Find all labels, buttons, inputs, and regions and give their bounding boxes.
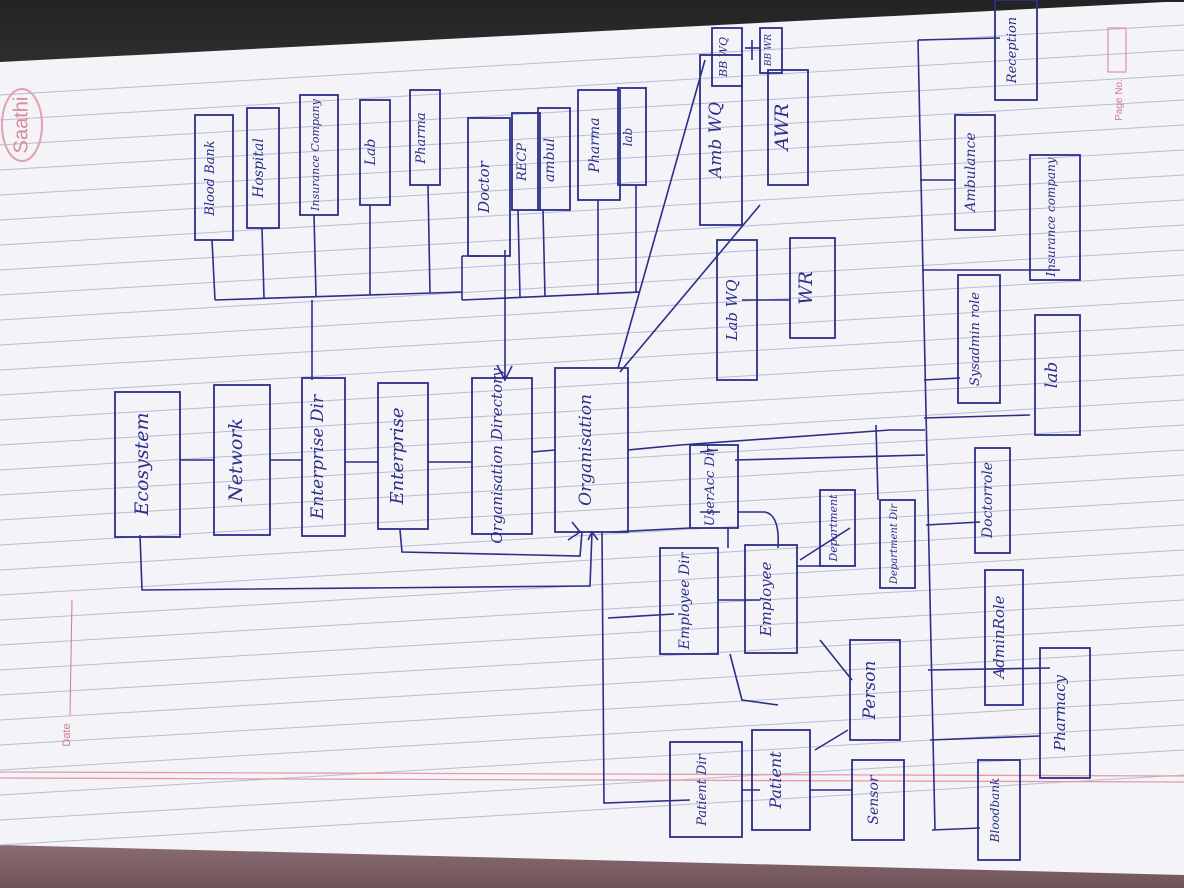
- box-organisation-directory: [471, 377, 533, 535]
- box-user-acc-dir: [689, 444, 739, 529]
- label-blood-bank: Blood Bank: [203, 140, 218, 216]
- saathi-logo: Saathi: [1, 88, 43, 162]
- box-lab-wq: [716, 239, 758, 381]
- label-ecosystem: Ecosystem: [131, 412, 153, 516]
- box-bb-wq: [711, 27, 743, 87]
- box-patient: [751, 729, 811, 831]
- label-bb-wq: BB WQ: [717, 37, 730, 78]
- label-insurance-company-top: Insurance Company: [309, 98, 322, 211]
- label-enterprise: Enterprise: [387, 408, 408, 506]
- connectors: [139, 37, 1060, 831]
- box-ambul: [537, 107, 571, 211]
- label-insurance-company-role: Insurance company: [1044, 157, 1058, 278]
- date-label: Date: [61, 723, 73, 746]
- label-bb-wr: BB WR: [764, 34, 774, 67]
- label-person: Person: [860, 661, 880, 721]
- label-pharmacy: Pharmacy: [1051, 675, 1069, 752]
- box-lab-top: [359, 99, 391, 206]
- node-labels: Ecosystem Network Enterprise Dir Enterpr…: [131, 17, 1069, 843]
- label-department: Department: [827, 494, 840, 563]
- label-reception: Reception: [1005, 17, 1020, 84]
- box-bloodbank-role: [977, 759, 1021, 861]
- label-amb-wq: Amb WQ: [706, 102, 726, 180]
- margin-lines: [0, 771, 1184, 783]
- box-lab-org: [617, 87, 647, 186]
- box-admin-role: [984, 569, 1024, 706]
- label-doctor: Doctor: [475, 160, 493, 214]
- label-wr: WR: [795, 271, 817, 305]
- box-department-dir: [879, 499, 916, 589]
- box-insurance-company-top: [299, 94, 339, 216]
- node-boxes: [114, 0, 1091, 861]
- box-reception: [994, 0, 1038, 101]
- box-amb-wq: [699, 54, 743, 226]
- box-organisation: [554, 367, 629, 533]
- label-doctor-role: Doctorrole: [980, 462, 996, 539]
- box-doctor: [467, 117, 511, 257]
- box-sensor: [851, 759, 905, 841]
- box-blood-bank: [194, 114, 234, 241]
- page-no-label: Page No.: [1114, 79, 1125, 121]
- box-wr: [789, 237, 836, 339]
- label-awr: AWR: [771, 104, 793, 153]
- box-pharma-top: [409, 89, 441, 186]
- label-sysadmin-role: Sysadmin role: [968, 292, 983, 386]
- box-employee-dir: [659, 547, 719, 655]
- page-no-box: [1107, 27, 1127, 73]
- box-department: [819, 489, 856, 567]
- box-network: [213, 384, 271, 536]
- box-patient-dir: [669, 741, 743, 838]
- label-department-dir: Department Dir: [889, 503, 900, 585]
- box-sysadmin-role: [957, 274, 1001, 404]
- label-ambul: ambul: [542, 138, 558, 182]
- label-lab-role: lab: [1042, 362, 1062, 388]
- box-ambulance: [954, 114, 996, 231]
- box-enterprise-dir: [301, 377, 346, 537]
- label-employee: Employee: [757, 561, 775, 637]
- label-lab-wq: Lab WQ: [723, 280, 741, 342]
- label-organisation-directory: Organisation Directory: [488, 368, 506, 544]
- label-lab-org: lab: [621, 128, 635, 147]
- box-employee: [744, 544, 798, 654]
- box-pharma-org: [577, 89, 621, 201]
- label-patient: Patient: [766, 751, 785, 810]
- box-hospital: [246, 107, 280, 229]
- box-awr: [767, 69, 809, 186]
- box-person: [849, 639, 901, 741]
- box-enterprise: [377, 382, 429, 530]
- label-lab-top: Lab: [363, 139, 379, 167]
- label-organisation: Organisation: [576, 394, 596, 506]
- label-user-acc-dir: UserAcc Dir: [703, 445, 718, 526]
- box-ecosystem: [114, 391, 181, 538]
- svg-text:Saathi: Saathi: [10, 97, 32, 154]
- label-recp: RECP: [515, 143, 530, 182]
- label-enterprise-dir: Enterprise Dir: [308, 394, 328, 520]
- label-ambulance: Ambulance: [963, 132, 979, 213]
- date-underline: [69, 599, 73, 716]
- label-bloodbank-role: Bloodbank: [988, 778, 1002, 844]
- label-hospital: Hospital: [251, 138, 267, 199]
- label-sensor: Sensor: [866, 774, 882, 825]
- label-pharma-org: Pharma: [587, 117, 603, 173]
- box-pharmacy: [1039, 647, 1091, 779]
- label-network: Network: [225, 418, 247, 503]
- label-employee-dir: Employee Dir: [677, 551, 693, 650]
- box-insurance-company-role: [1029, 154, 1081, 281]
- box-doctor-role: [974, 447, 1011, 554]
- ruled-lines: [0, 24, 1184, 846]
- label-admin-role: AdminRole: [990, 595, 1008, 680]
- box-lab-role: [1034, 314, 1081, 436]
- label-pharma-top: Pharma: [414, 112, 429, 164]
- box-bb-wr: [759, 27, 783, 74]
- label-patient-dir: Patient Dir: [695, 753, 710, 826]
- box-recp: [511, 112, 541, 211]
